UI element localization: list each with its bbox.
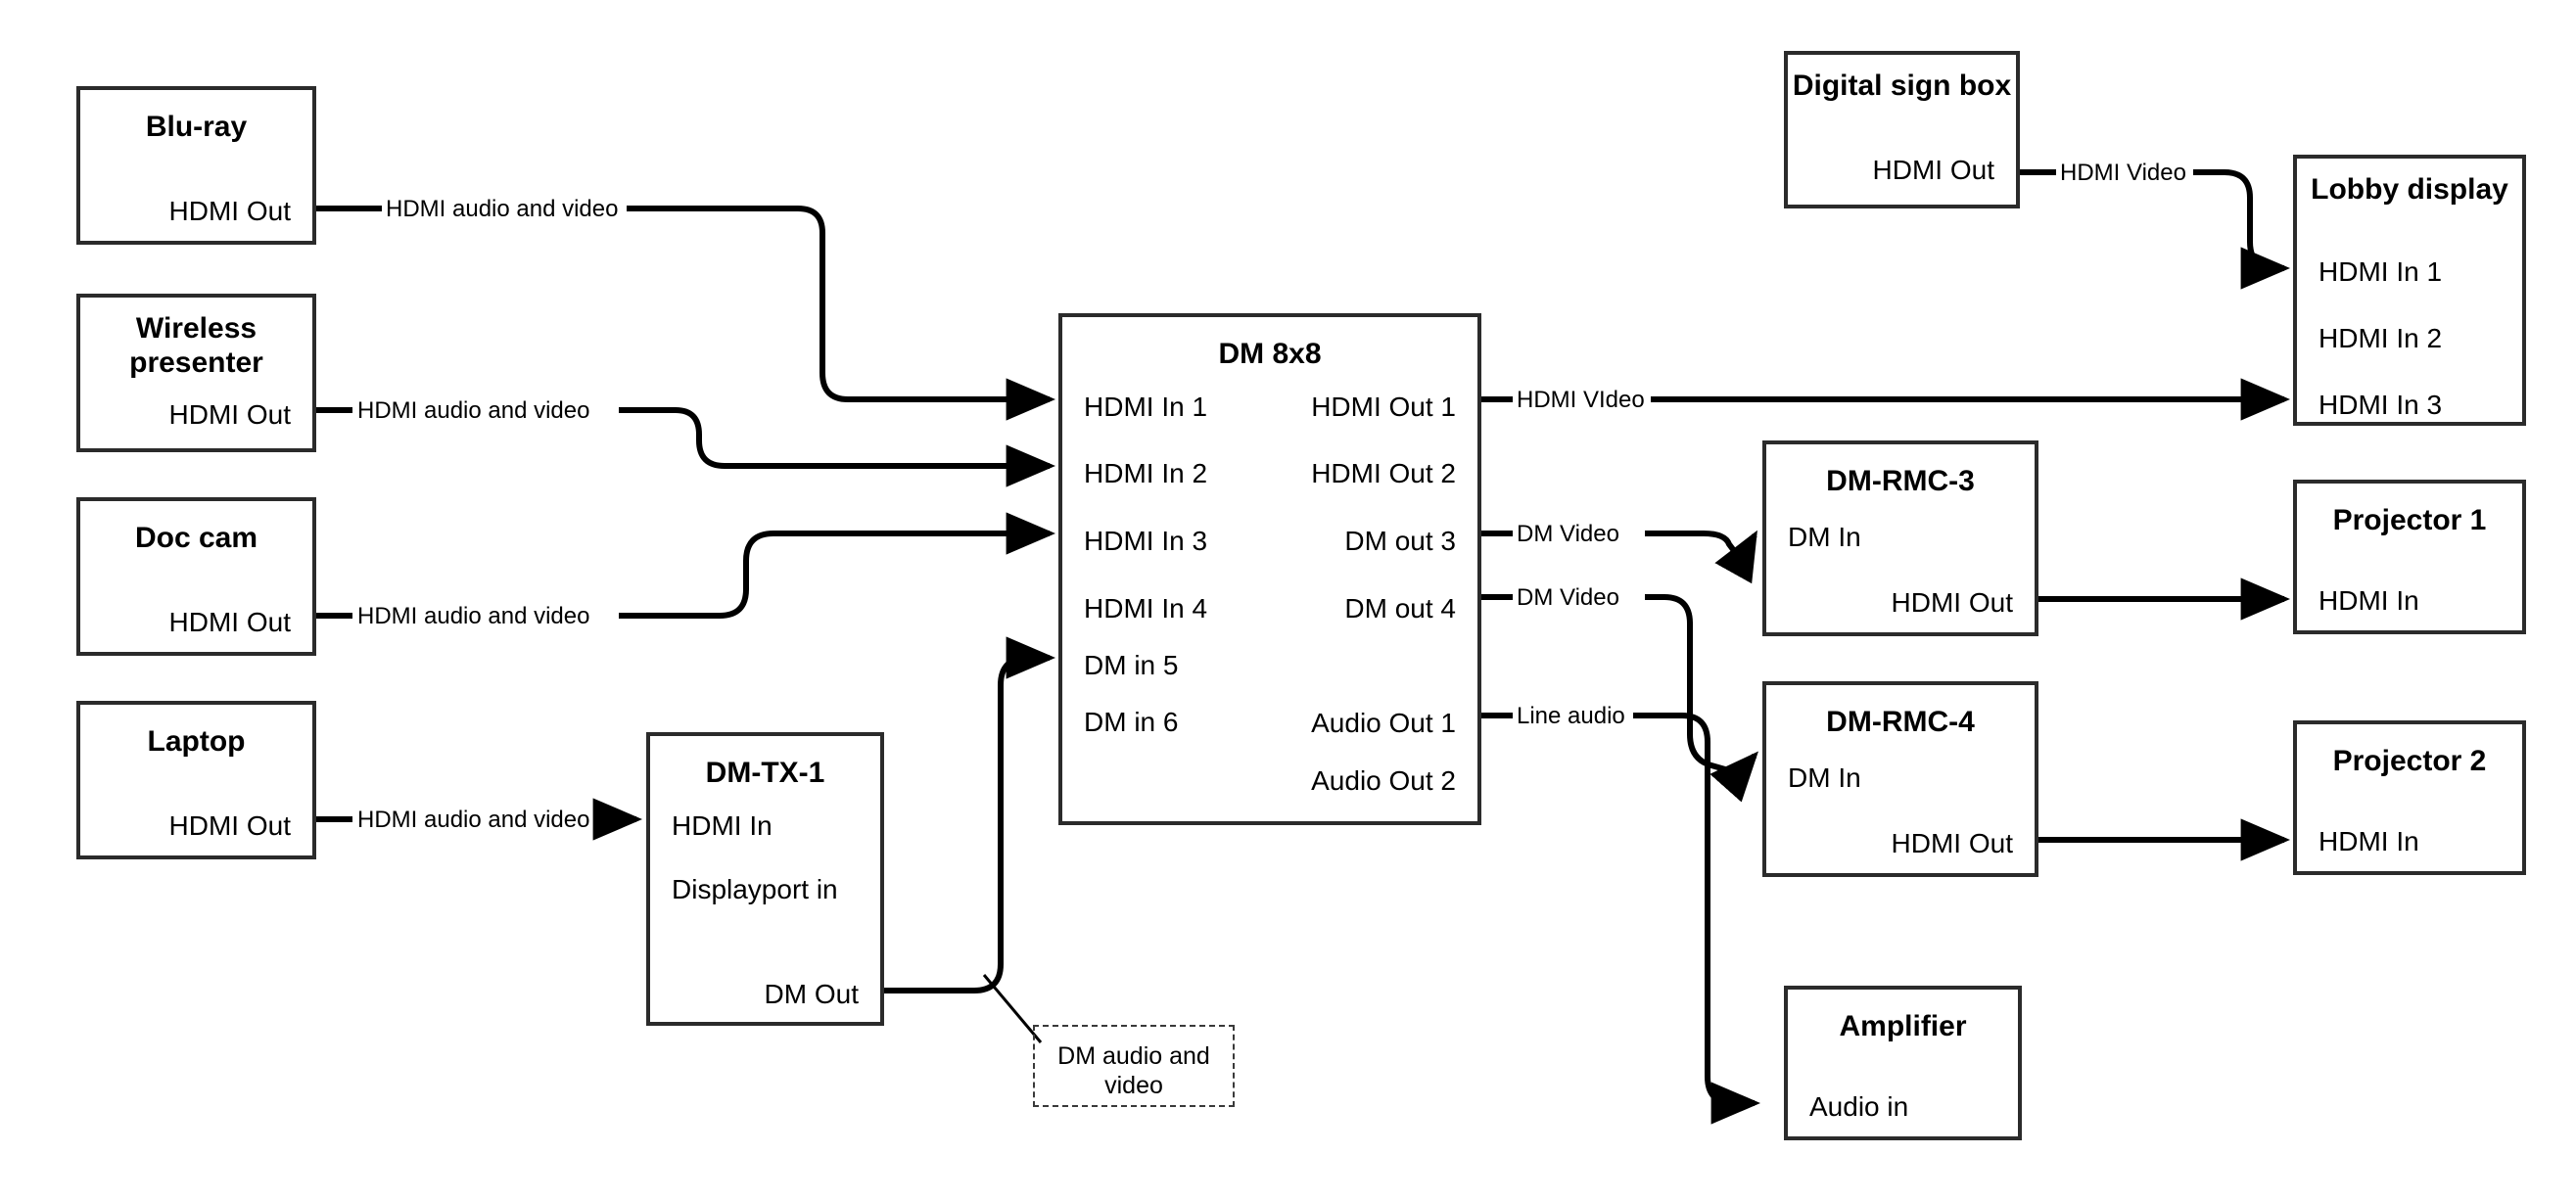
port-dm8x8-hdmi-in-1[interactable]: HDMI In 1 — [1084, 392, 1208, 422]
port-laptop-hdmi-out[interactable]: HDMI Out — [168, 810, 291, 841]
wire-label-hdmi-out-1: HDMI VIdeo — [1514, 389, 1648, 412]
port-digital-sign-hdmi-out[interactable]: HDMI Out — [1872, 155, 1994, 185]
port-lobby-hdmi-in-1[interactable]: HDMI In 1 — [2318, 256, 2443, 287]
node-projector-1[interactable]: Projector 1 HDMI In — [2293, 480, 2526, 634]
port-dm8x8-hdmi-in-2[interactable]: HDMI In 2 — [1084, 458, 1208, 488]
node-bluray[interactable]: Blu-ray HDMI Out — [76, 86, 316, 245]
node-laptop-title: Laptop — [147, 725, 246, 758]
node-dm-tx-1[interactable]: DM-TX-1 HDMI In Displayport in DM Out — [646, 732, 884, 1026]
node-projector-2-title: Projector 2 — [2332, 745, 2487, 777]
callout-dm-audio-video: DM audio and video — [1033, 1025, 1235, 1107]
port-dm8x8-hdmi-out-1[interactable]: HDMI Out 1 — [1311, 392, 1456, 422]
node-digital-sign-box-title: Digital sign box — [1792, 69, 2012, 102]
wire-label-wireless: HDMI audio and video — [354, 399, 593, 423]
node-lobby-display[interactable]: Lobby display HDMI In 1 HDMI In 2 HDMI I… — [2293, 155, 2526, 426]
node-doc-cam-title: Doc cam — [134, 522, 258, 554]
callout-dm-audio-video-text: DM audio and video — [1057, 1042, 1210, 1099]
node-projector-1-title: Projector 1 — [2332, 504, 2487, 536]
node-laptop[interactable]: Laptop HDMI Out — [76, 701, 316, 859]
wire-label-dm-out-3: DM Video — [1514, 523, 1622, 546]
port-wireless-hdmi-out[interactable]: HDMI Out — [168, 399, 291, 430]
port-dmrmc3-dm-in[interactable]: DM In — [1788, 522, 1861, 552]
port-dm8x8-dm-out-4[interactable]: DM out 4 — [1344, 593, 1456, 624]
wire-label-bluray: HDMI audio and video — [383, 198, 622, 221]
port-amplifier-audio-in[interactable]: Audio in — [1809, 1091, 1909, 1122]
wire-label-audio-out-1: Line audio — [1514, 705, 1628, 728]
wire-sign-to-lobby-hdmi-in-1 — [2020, 169, 2284, 268]
wire-bluray-to-hdmi-in-1 — [316, 206, 1050, 399]
port-doccam-hdmi-out[interactable]: HDMI Out — [168, 607, 291, 637]
node-digital-sign-box[interactable]: Digital sign box HDMI Out — [1784, 51, 2020, 208]
port-projector2-hdmi-in[interactable]: HDMI In — [2318, 826, 2419, 856]
node-doc-cam[interactable]: Doc cam HDMI Out — [76, 497, 316, 656]
wire-dm-out-4-to-dmrmc4 — [1481, 594, 1755, 770]
port-dm8x8-hdmi-in-4[interactable]: HDMI In 4 — [1084, 593, 1208, 624]
wire-dmtx1-to-dm-in-5 — [884, 636, 1055, 993]
wire-label-dm-out-4: DM Video — [1514, 586, 1622, 610]
node-dm-rmc-4[interactable]: DM-RMC-4 DM In HDMI Out — [1762, 681, 2038, 877]
node-projector-2[interactable]: Projector 2 HDMI In — [2293, 720, 2526, 875]
wire-label-doccam: HDMI audio and video — [354, 605, 593, 628]
node-dm-rmc-4-title: DM-RMC-4 — [1826, 706, 1975, 738]
port-dm8x8-hdmi-out-2[interactable]: HDMI Out 2 — [1311, 458, 1456, 488]
node-dm-rmc-3[interactable]: DM-RMC-3 DM In HDMI Out — [1762, 440, 2038, 636]
node-amplifier-title: Amplifier — [1839, 1010, 1967, 1042]
port-dmtx1-hdmi-in[interactable]: HDMI In — [672, 810, 773, 841]
port-dmrmc3-hdmi-out[interactable]: HDMI Out — [1891, 587, 2013, 618]
port-dm8x8-audio-out-1[interactable]: Audio Out 1 — [1311, 708, 1456, 738]
port-dm8x8-dm-out-3[interactable]: DM out 3 — [1344, 526, 1456, 556]
wire-audio-out-1-to-amplifier — [1481, 713, 1755, 1103]
node-amplifier[interactable]: Amplifier Audio in — [1784, 986, 2022, 1140]
port-dmtx1-dm-out[interactable]: DM Out — [764, 979, 859, 1009]
port-dm8x8-audio-out-2[interactable]: Audio Out 2 — [1311, 765, 1456, 796]
node-lobby-display-title: Lobby display — [2311, 173, 2508, 206]
port-dmrmc4-hdmi-out[interactable]: HDMI Out — [1891, 828, 2013, 858]
wire-label-sign-to-lobby: HDMI Video — [2057, 162, 2189, 185]
node-bluray-title: Blu-ray — [145, 111, 248, 143]
port-lobby-hdmi-in-3[interactable]: HDMI In 3 — [2318, 390, 2443, 420]
node-dm-8x8[interactable]: DM 8x8 HDMI In 1 HDMI In 2 HDMI In 3 HDM… — [1058, 313, 1481, 825]
port-dm8x8-hdmi-in-3[interactable]: HDMI In 3 — [1084, 526, 1208, 556]
node-wireless-presenter[interactable]: Wireless presenter HDMI Out — [76, 294, 316, 452]
wire-label-laptop: HDMI audio and video — [354, 808, 593, 832]
port-lobby-hdmi-in-2[interactable]: HDMI In 2 — [2318, 323, 2443, 353]
node-dm-rmc-3-title: DM-RMC-3 — [1826, 465, 1975, 497]
port-dmrmc4-dm-in[interactable]: DM In — [1788, 762, 1861, 793]
port-projector1-hdmi-in[interactable]: HDMI In — [2318, 585, 2419, 616]
port-dm8x8-dm-in-5[interactable]: DM in 5 — [1084, 650, 1179, 680]
port-dm8x8-dm-in-6[interactable]: DM in 6 — [1084, 707, 1179, 737]
port-bluray-hdmi-out[interactable]: HDMI Out — [168, 196, 291, 226]
node-dm-tx-1-title: DM-TX-1 — [705, 757, 825, 789]
node-wireless-presenter-title: Wireless presenter — [129, 312, 263, 380]
port-dmtx1-displayport-in[interactable]: Displayport in — [672, 874, 838, 904]
node-dm-8x8-title: DM 8x8 — [1218, 338, 1322, 370]
